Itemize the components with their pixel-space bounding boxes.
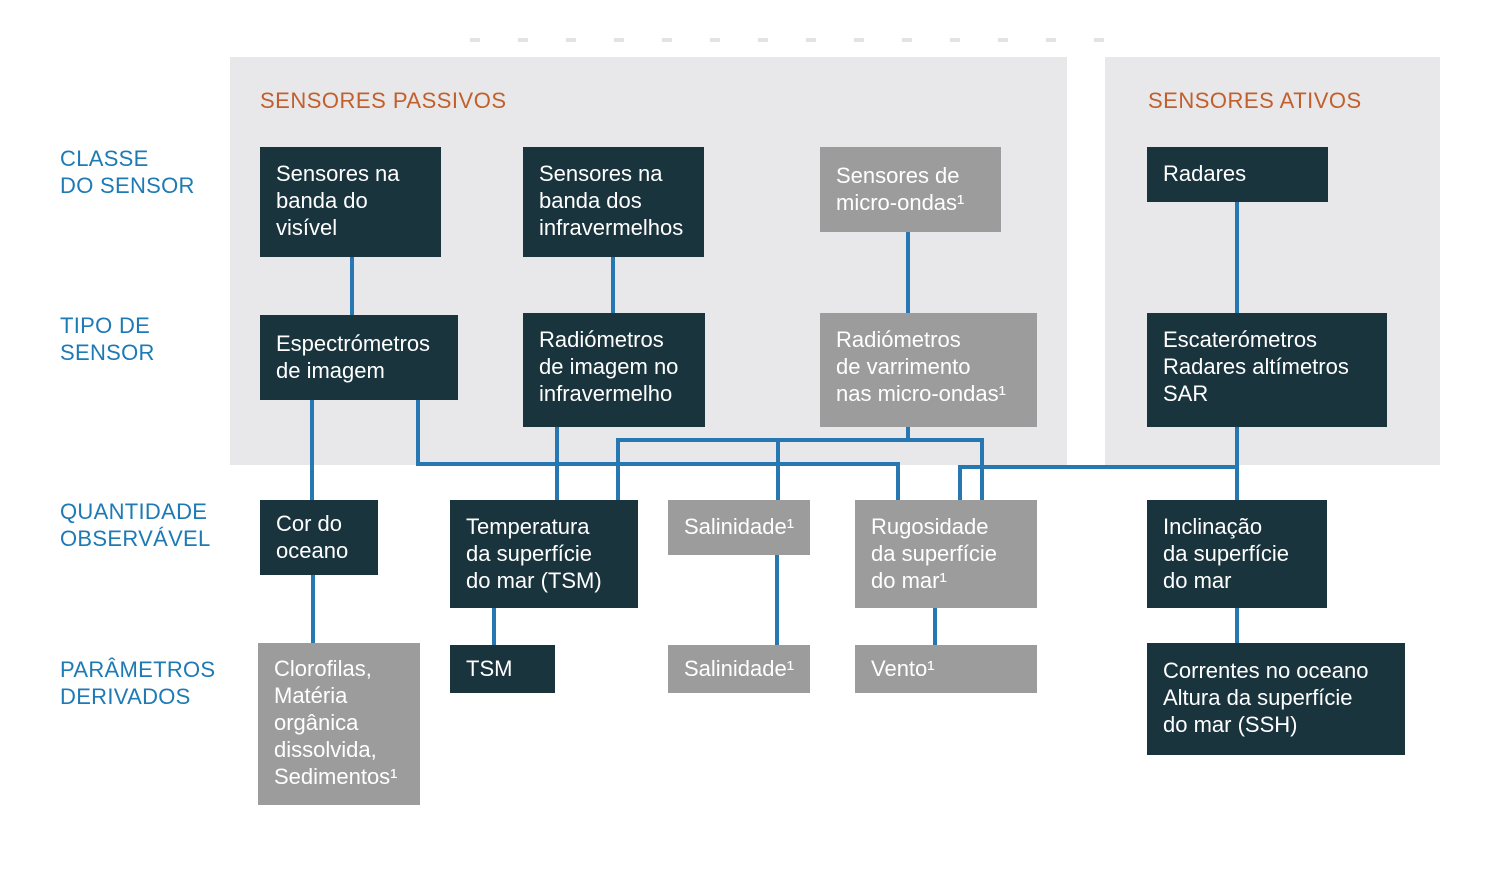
heading-sensores-passivos: SENSORES PASSIVOS — [260, 88, 507, 113]
box-sensores-banda-infravermelhos: Sensores na banda dos infravermelhos — [523, 147, 704, 257]
box-radiometros-infravermelho: Radiómetros de imagem no infravermelho — [523, 313, 705, 427]
box-cor-do-oceano: Cor do oceano — [260, 500, 378, 575]
box-correntes-altura-superficie-mar: Correntes no oceano Altura da superfície… — [1147, 643, 1405, 755]
box-salinidade-parametro: Salinidade¹ — [668, 645, 810, 693]
row-label-tipo-de-sensor: TIPO DE SENSOR — [60, 313, 155, 365]
box-radiometros-micro-ondas: Radiómetros de varrimento nas micro-onda… — [820, 313, 1037, 427]
edge-espectrometros-rugosidade — [416, 398, 900, 502]
dashed-tick-marks — [470, 38, 1140, 42]
row-label-classe-do-sensor: CLASSE DO SENSOR — [60, 146, 195, 198]
box-escaterometros-radares-sar: Escaterómetros Radares altímetros SAR — [1147, 313, 1387, 427]
row-label-quantidade-observavel: QUANTIDADE OBSERVÁVEL — [60, 499, 211, 551]
heading-sensores-ativos: SENSORES ATIVOS — [1148, 88, 1362, 113]
box-espectrometros-imagem: Espectrómetros de imagem — [260, 315, 458, 400]
box-salinidade-observavel: Salinidade¹ — [668, 500, 810, 555]
box-clorofilas-materia-organica-sedimentos: Clorofilas, Matéria orgânica dissolvida,… — [258, 643, 420, 805]
box-sensores-banda-visivel: Sensores na banda do visível — [260, 147, 441, 257]
box-sensores-micro-ondas: Sensores de micro-ondas¹ — [820, 147, 1001, 232]
box-radares: Radares — [1147, 147, 1328, 202]
box-temperatura-superficie-mar: Temperatura da superfície do mar (TSM) — [450, 500, 638, 608]
row-label-parametros-derivados: PARÂMETROS DERIVADOS — [60, 657, 216, 709]
edge-bus-temperatura-rugosidade — [616, 438, 984, 502]
box-inclinacao-superficie-mar: Inclinação da superfície do mar — [1147, 500, 1327, 608]
box-tsm: TSM — [450, 645, 555, 693]
edge-escaterometros-rugosidade — [958, 465, 1237, 502]
box-rugosidade-superficie-mar: Rugosidade da superfície do mar¹ — [855, 500, 1037, 608]
box-vento: Vento¹ — [855, 645, 1037, 693]
